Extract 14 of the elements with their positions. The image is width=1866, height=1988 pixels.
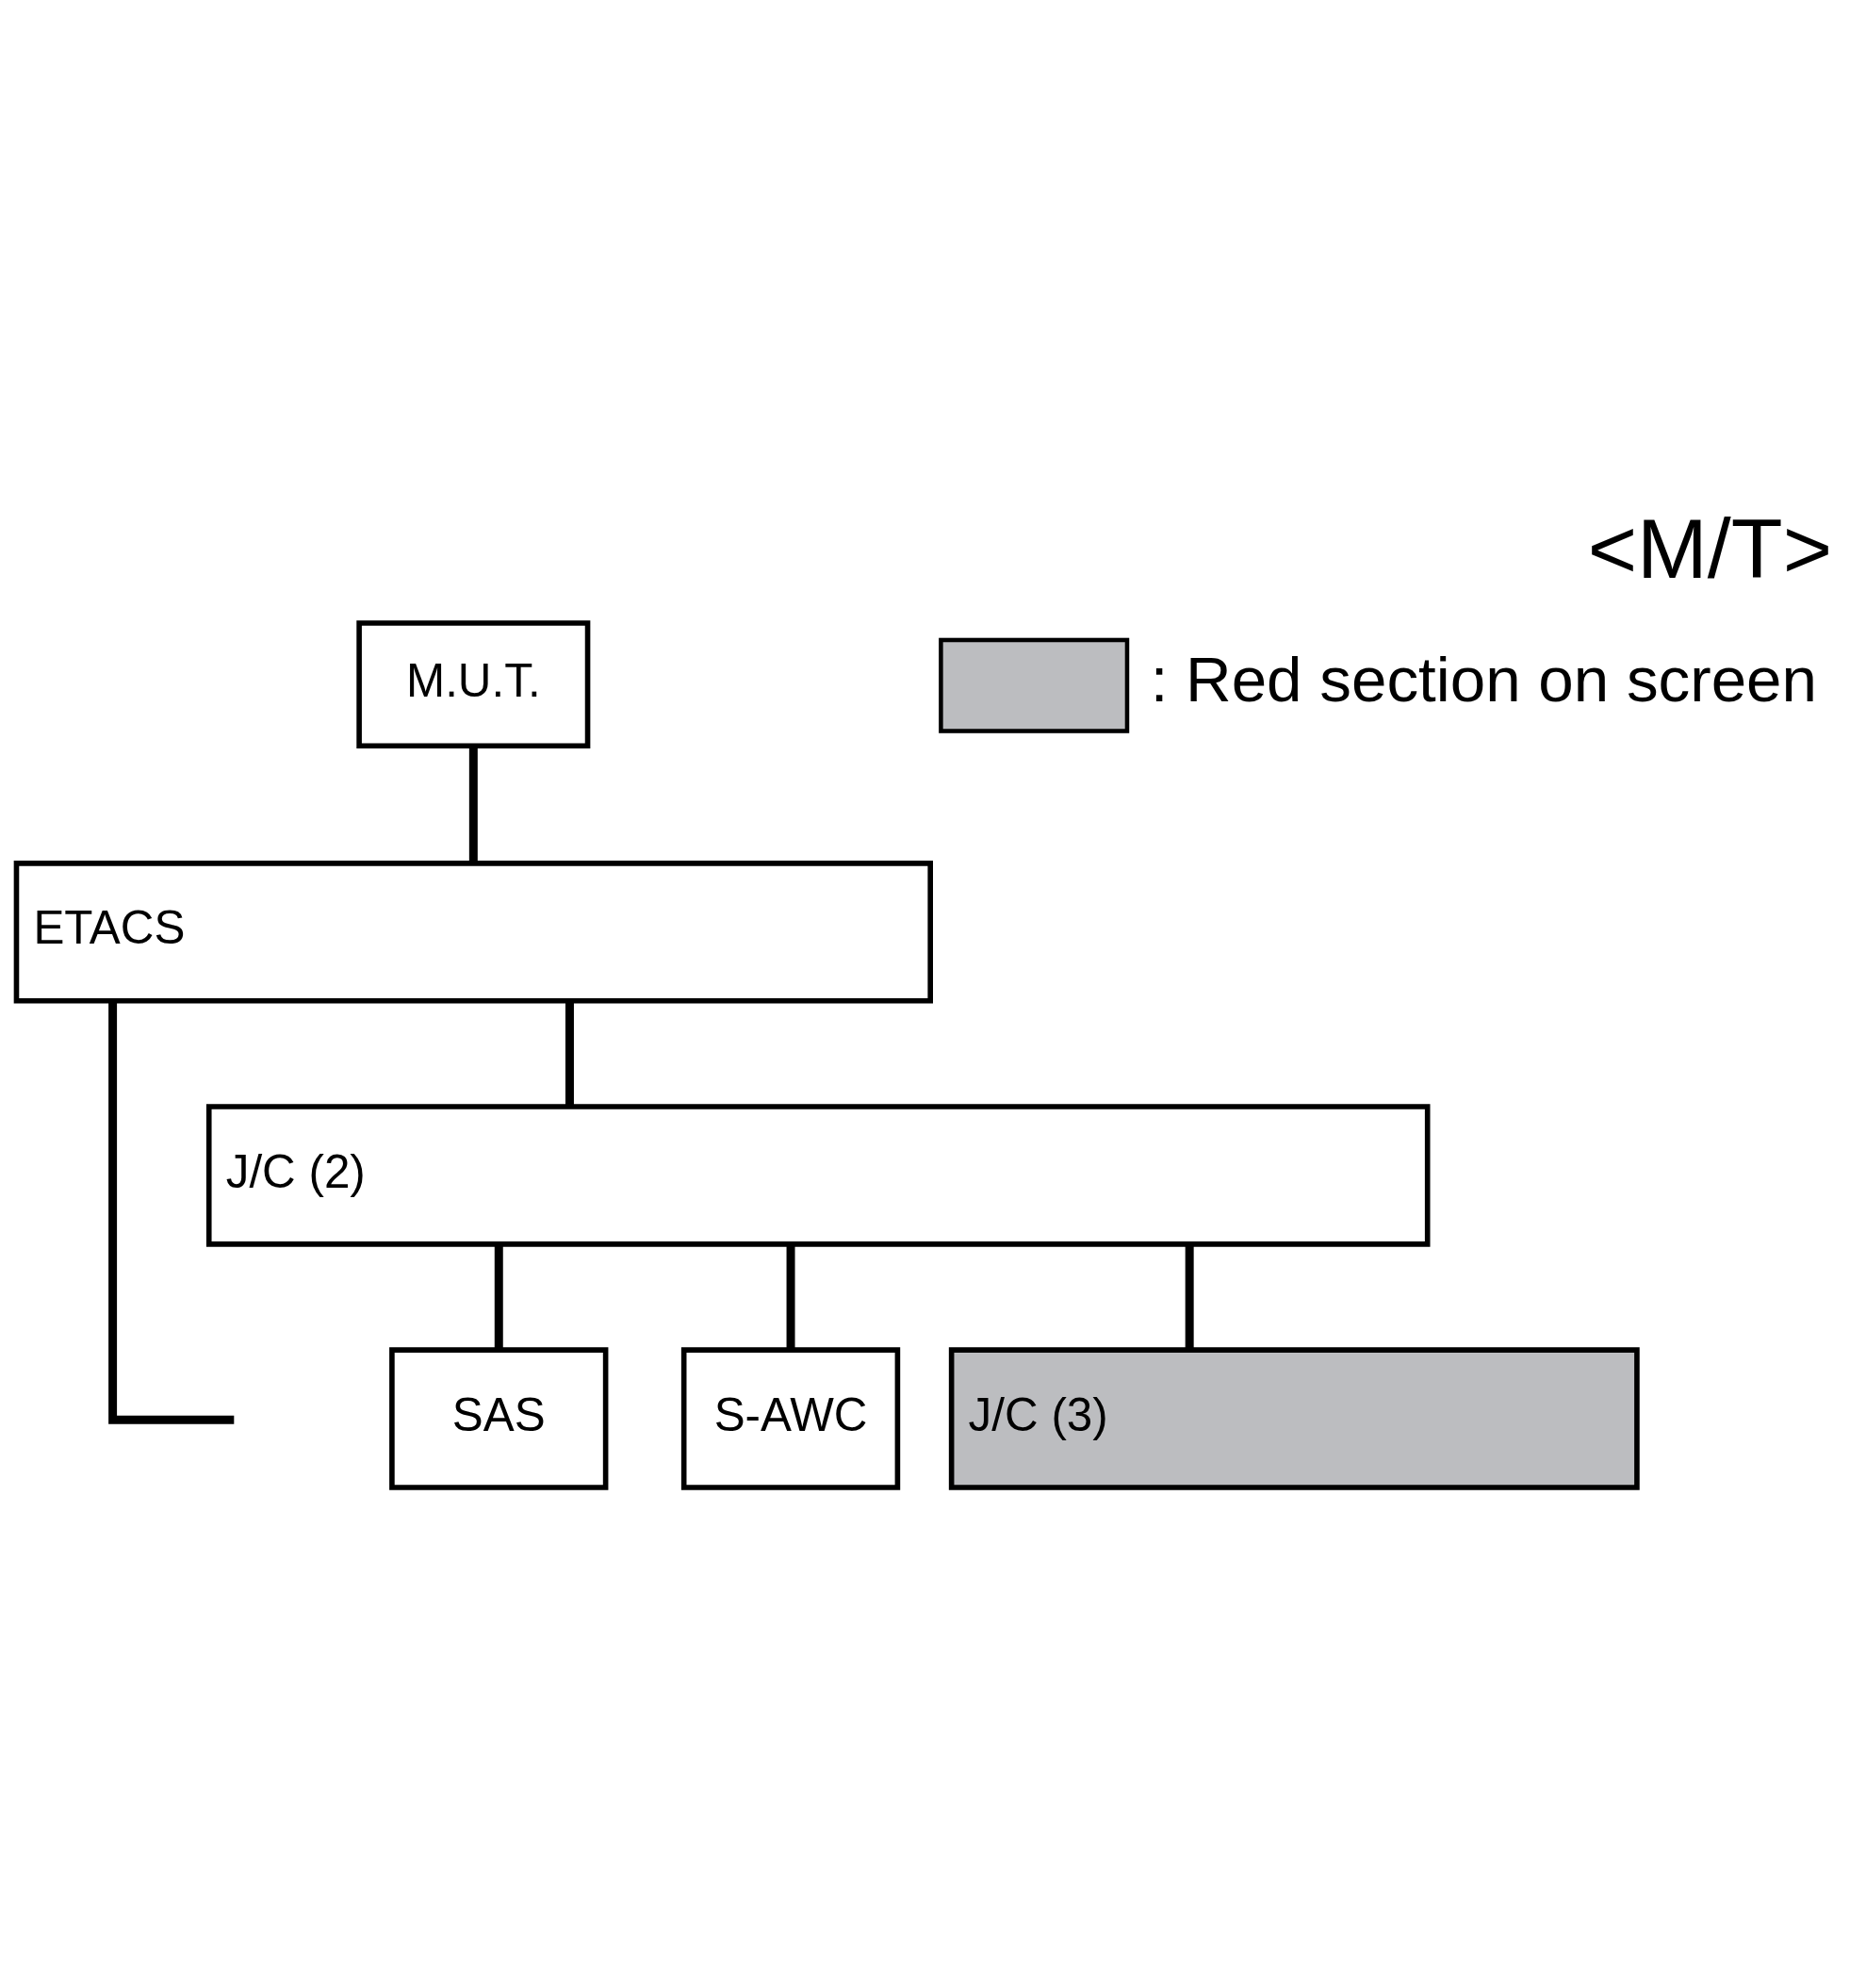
- connector: [108, 1000, 235, 1424]
- legend-label: : Red section on screen: [1150, 643, 1817, 715]
- node-box: SAS: [389, 1346, 609, 1490]
- connector: [468, 746, 478, 863]
- diagram-title: <M/T>: [1587, 501, 1833, 596]
- connector: [565, 1000, 574, 1106]
- node-box: J/C (3): [948, 1346, 1640, 1490]
- connector: [786, 1243, 795, 1350]
- connector: [494, 1243, 503, 1350]
- node-box: J/C (2): [205, 1103, 1431, 1247]
- node-box: M.U.T.: [356, 619, 591, 748]
- node-box: ETACS: [13, 860, 933, 1004]
- node-box: S-AWC: [680, 1346, 901, 1490]
- connector: [1185, 1243, 1194, 1350]
